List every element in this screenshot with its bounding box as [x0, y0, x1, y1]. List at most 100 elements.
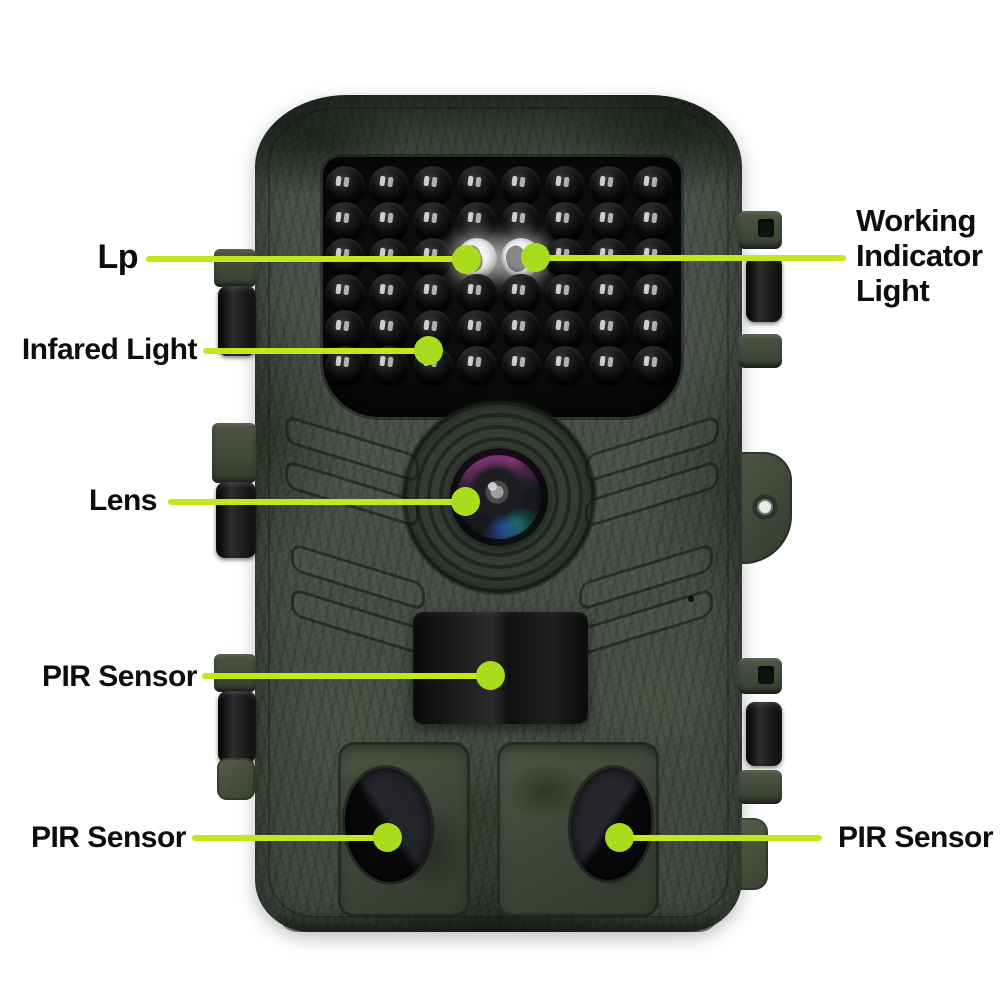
led-glint: [511, 175, 518, 187]
led-glint: [555, 283, 562, 295]
led-glint: [511, 355, 518, 367]
led-glint: [423, 283, 430, 295]
ir-led: [589, 274, 629, 314]
callout-line-pir-bottom-right: [620, 835, 822, 841]
latch-bar-right-1: [746, 256, 782, 322]
ir-led: [413, 166, 453, 206]
led-glint: [511, 283, 518, 295]
led-glint: [511, 211, 518, 223]
ir-led: [633, 346, 673, 386]
ir-led: [633, 310, 673, 350]
callout-line-lp: [146, 256, 466, 262]
callout-label-lens: Lens: [88, 484, 158, 517]
ir-led: [369, 202, 409, 242]
ir-led: [501, 274, 541, 314]
ir-led: [325, 274, 365, 314]
latch-bar-right-2: [746, 702, 782, 766]
led-glint: [555, 211, 562, 223]
led-glint: [467, 319, 474, 331]
hinge-pin-left-mid: [216, 482, 256, 558]
led-glint: [467, 283, 474, 295]
ir-led-panel: [323, 157, 681, 417]
ir-led: [589, 346, 629, 386]
ir-led: [633, 202, 673, 242]
led-glint: [599, 319, 606, 331]
callout-dot-lens: [451, 487, 480, 516]
callout-dot-pir-bottom-left: [373, 823, 402, 852]
latch-loop-right-1: [738, 211, 782, 249]
callout-label-pir-sensor-bottom-left: PIR Sensor: [30, 821, 187, 854]
callout-line-infared-light: [203, 348, 430, 354]
ir-led: [457, 274, 497, 314]
led-glint: [379, 355, 386, 367]
ir-led: [369, 310, 409, 350]
mounting-ear: [740, 452, 792, 564]
led-glint: [335, 283, 342, 295]
ir-led: [589, 310, 629, 350]
ir-led: [325, 310, 365, 350]
ir-led: [501, 310, 541, 350]
led-glint: [467, 211, 474, 223]
ir-led: [457, 310, 497, 350]
bottom-edge-shadow: [277, 911, 720, 932]
hinge-pin-left-low: [218, 691, 256, 763]
ir-led: [457, 346, 497, 386]
callout-dot-lp: [452, 245, 481, 274]
led-glint: [379, 319, 386, 331]
callout-label-pir-sensor-bottom-right: PIR Sensor: [838, 821, 994, 854]
ir-led: [501, 166, 541, 206]
led-glint: [555, 355, 562, 367]
callout-line-working-indicator: [536, 255, 846, 261]
hinge-pin-left-top: [218, 286, 256, 356]
ir-led: [369, 274, 409, 314]
led-glint: [643, 175, 650, 187]
callout-label-working-indicator-light: Working Indicator Light: [856, 203, 983, 308]
callout-dot-working-indicator: [521, 243, 550, 272]
ir-led: [457, 166, 497, 206]
led-glint: [555, 319, 562, 331]
led-glint: [643, 355, 650, 367]
lens-highlight: [488, 482, 497, 491]
ir-led: [545, 346, 585, 386]
tab-left-bottom: [217, 758, 255, 800]
lens-housing: [403, 401, 595, 593]
latch-slot: [758, 666, 774, 684]
led-glint: [599, 283, 606, 295]
led-glint: [555, 175, 562, 187]
ir-led: [589, 166, 629, 206]
latch-slot: [758, 219, 774, 237]
led-glint: [599, 175, 606, 187]
led-glint: [423, 211, 430, 223]
led-glint: [335, 355, 342, 367]
callout-label-infared-light: Infared Light: [21, 333, 198, 366]
led-glint: [643, 211, 650, 223]
callout-label-pir-sensor-mid: PIR Sensor: [41, 660, 198, 693]
led-glint: [423, 319, 430, 331]
led-glint: [599, 355, 606, 367]
ir-led: [325, 202, 365, 242]
mounting-hole: [752, 494, 778, 520]
ir-led: [589, 202, 629, 242]
camera-body: [255, 95, 742, 932]
ir-led: [413, 274, 453, 314]
ir-led: [545, 202, 585, 242]
hinge-cap-left-mid: [212, 423, 256, 483]
latch-loop-right-3: [738, 658, 782, 694]
microphone-hole: [688, 596, 694, 602]
ir-led: [545, 310, 585, 350]
led-glint: [643, 319, 650, 331]
led-glint: [335, 175, 342, 187]
ir-led: [633, 166, 673, 206]
latch-loop-right-4: [738, 770, 782, 804]
callout-dot-pir-mid: [476, 661, 505, 690]
led-glint: [467, 175, 474, 187]
led-glint: [467, 355, 474, 367]
callout-line-pir-mid: [202, 673, 492, 679]
led-glint: [599, 211, 606, 223]
ir-led: [325, 166, 365, 206]
tab-right-bottom: [740, 818, 768, 890]
ir-led: [633, 274, 673, 314]
ir-led: [545, 166, 585, 206]
ir-led: [457, 202, 497, 242]
